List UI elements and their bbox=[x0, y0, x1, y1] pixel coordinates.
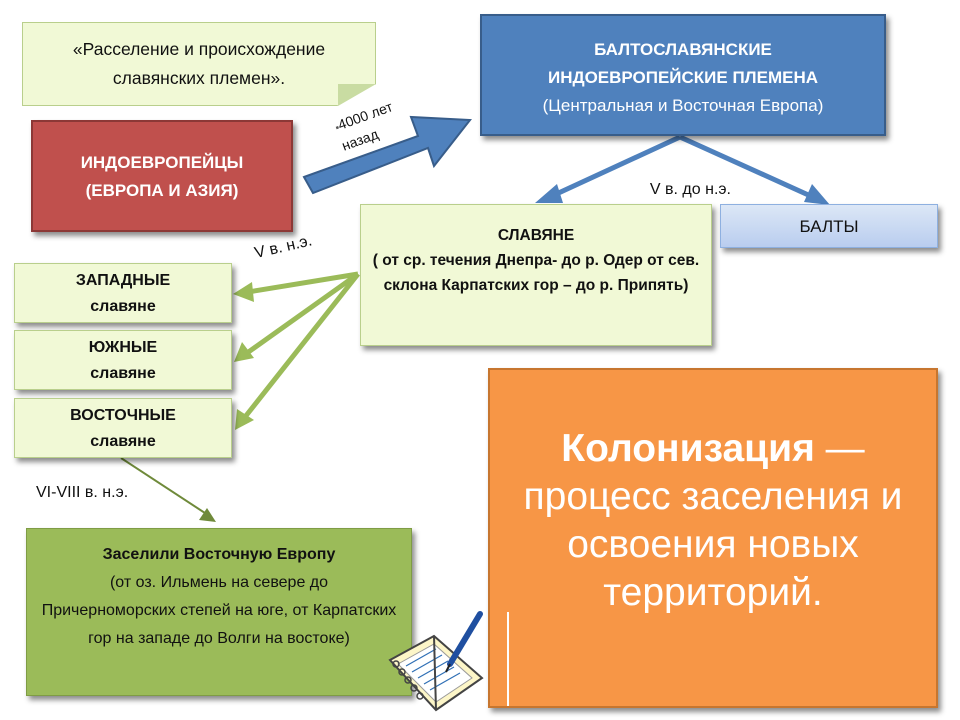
balto-title-2: ИНДОЕВРОПЕЙСКИЕ ПЛЕМЕНА bbox=[547, 68, 819, 87]
west-slavs-sub: славяне bbox=[90, 298, 156, 315]
slide-title: «Расселение и происхождение славянских п… bbox=[72, 39, 326, 88]
slavs-to-west-arrow bbox=[247, 271, 359, 295]
balto-to-balty-arrow bbox=[678, 134, 817, 201]
west-slavs-name: ЗАПАДНЫЕ bbox=[75, 272, 171, 289]
balto-to-slavs-arrow bbox=[550, 134, 682, 199]
vi-viii-label: VI-VIII в. н.э. bbox=[36, 484, 129, 501]
slavs-title: СЛАВЯНЕ bbox=[497, 227, 575, 244]
slavs-to-east-arrow bbox=[243, 272, 360, 419]
indo-to-balto-arrow bbox=[302, 115, 472, 195]
slavs-box: СЛАВЯНЕ ( от ср. течения Днепра- до р. О… bbox=[360, 204, 712, 346]
baltoslavic-box: БАЛТОСЛАВЯНСКИЕ ИНДОЕВРОПЕЙСКИЕ ПЛЕМЕНА … bbox=[480, 14, 886, 136]
slavs-desc: ( от ср. течения Днепра- до р. Одер от с… bbox=[372, 252, 700, 294]
colonization-dash: — bbox=[814, 427, 865, 470]
south-slavs-name: ЮЖНЫЕ bbox=[88, 339, 158, 356]
west-slavs-box: ЗАПАДНЫЕ славяне bbox=[14, 263, 232, 323]
east-slavs-sub: славяне bbox=[90, 433, 156, 450]
balts-label: БАЛТЫ bbox=[799, 217, 859, 236]
balts-box: БАЛТЫ bbox=[720, 204, 938, 248]
settled-title: Заселили Восточную Европу bbox=[102, 546, 336, 563]
indoeuropeans-box: ИНДОЕВРОПЕЙЦЫ (ЕВРОПА И АЗИЯ) bbox=[31, 120, 293, 232]
colonization-term: Колонизация bbox=[561, 427, 815, 470]
south-slavs-box: ЮЖНЫЕ славяне bbox=[14, 330, 232, 390]
slavs-to-south-arrow bbox=[245, 271, 360, 356]
balto-title-1: БАЛТОСЛАВЯНСКИЕ bbox=[594, 40, 772, 59]
south-slavs-sub: славяне bbox=[90, 365, 156, 382]
east-slavs-box: ВОСТОЧНЫЕ славяне bbox=[14, 398, 232, 458]
indo-title: ИНДОЕВРОПЕЙЦЫ bbox=[80, 153, 244, 172]
settled-desc: (от оз. Ильмень на севере до Причерномор… bbox=[41, 574, 397, 647]
settled-east-europe-box: Заселили Восточную Европу (от оз. Ильмен… bbox=[26, 528, 412, 696]
east-to-settled-arrow bbox=[120, 457, 209, 516]
slide-title-note: «Расселение и происхождение славянских п… bbox=[22, 22, 376, 106]
notebook-pen-icon bbox=[388, 611, 484, 712]
east-slavs-name: ВОСТОЧНЫЕ bbox=[70, 407, 176, 424]
colonization-definition: процесс заселения и освоения новых терри… bbox=[523, 475, 903, 614]
colonization-text-cursor bbox=[507, 612, 509, 706]
v-bc-label: V в. до н.э. bbox=[649, 181, 731, 198]
colonization-definition-box: Колонизация — процесс заселения и освоен… bbox=[488, 368, 938, 708]
indo-region: (ЕВРОПА И АЗИЯ) bbox=[85, 181, 239, 200]
balto-region: (Центральная и Восточная Европа) bbox=[542, 96, 824, 115]
